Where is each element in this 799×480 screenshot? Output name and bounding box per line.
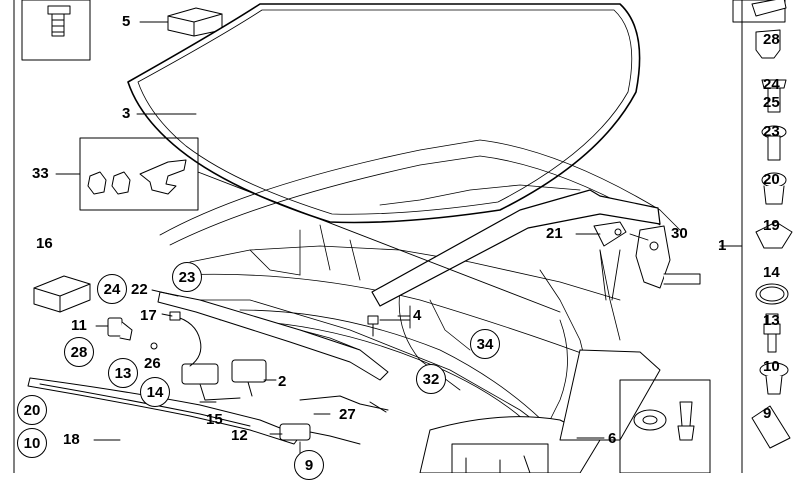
wire-harness-icon bbox=[169, 311, 202, 367]
callout-34: 34 bbox=[470, 329, 500, 359]
callout-6: 6 bbox=[608, 430, 617, 447]
callout-2: 2 bbox=[278, 373, 287, 390]
callout-15: 15 bbox=[206, 411, 223, 428]
cable-channel-icon bbox=[157, 291, 389, 381]
callout-1: 1 bbox=[718, 237, 727, 254]
sidebar-item-9: 9 bbox=[763, 405, 772, 422]
pin-inset-box bbox=[451, 443, 549, 473]
callout-14: 14 bbox=[140, 377, 170, 407]
callout-26: 26 bbox=[144, 355, 161, 372]
bumper-icon bbox=[150, 342, 158, 350]
drive-unit-icon bbox=[181, 359, 267, 401]
callout-10: 10 bbox=[17, 428, 47, 458]
top-right-inset-box bbox=[732, 0, 786, 23]
callout-18: 18 bbox=[63, 431, 80, 448]
sidebar-part-icons bbox=[751, 0, 793, 449]
callout-20: 20 bbox=[17, 395, 47, 425]
sidebar-item-13: 13 bbox=[763, 312, 780, 329]
callout-28: 28 bbox=[64, 337, 94, 367]
callout-24: 24 bbox=[97, 274, 127, 304]
sidebar-item-10: 10 bbox=[763, 358, 780, 375]
hinge-plate-icon bbox=[635, 225, 701, 289]
rivet-inset-box bbox=[619, 379, 711, 473]
callout-13: 13 bbox=[108, 358, 138, 388]
small-clip-icon bbox=[107, 317, 133, 341]
callout-4: 4 bbox=[413, 307, 422, 324]
stud-icon bbox=[367, 315, 379, 337]
callout-30: 30 bbox=[671, 225, 688, 242]
pin-icon bbox=[465, 455, 531, 473]
front-bow-icon bbox=[371, 189, 661, 307]
tension-panel-icon bbox=[419, 349, 661, 473]
callout-27: 27 bbox=[339, 406, 356, 423]
top-left-inset-box bbox=[21, 0, 91, 61]
bolt-icon bbox=[47, 5, 71, 37]
callout-11: 11 bbox=[71, 317, 87, 334]
callout-16: 16 bbox=[36, 235, 53, 252]
rod-icon bbox=[299, 395, 389, 413]
sidebar-label-24: 24 bbox=[763, 76, 780, 93]
callout-3: 3 bbox=[122, 105, 131, 122]
sidebar-item-24-25: 24 25 bbox=[763, 76, 780, 112]
sidebar-item-20: 20 bbox=[763, 171, 780, 188]
grommet-icon bbox=[633, 401, 695, 441]
roof-shell-icon bbox=[127, 3, 641, 224]
callout-33: 33 bbox=[32, 165, 49, 182]
sidebar-item-14: 14 bbox=[763, 264, 780, 281]
callout-23: 23 bbox=[172, 262, 202, 292]
callout-9: 9 bbox=[294, 450, 324, 480]
callout-12: 12 bbox=[231, 427, 248, 444]
clip-kit-icon bbox=[87, 159, 187, 195]
callout-32: 32 bbox=[416, 364, 446, 394]
callout-22: 22 bbox=[131, 281, 148, 298]
callout-5: 5 bbox=[122, 13, 131, 30]
leader-lines bbox=[55, 21, 743, 457]
callout-17: 17 bbox=[140, 307, 157, 324]
sidebar-item-19: 19 bbox=[763, 217, 780, 234]
sidebar-label-25: 25 bbox=[763, 94, 780, 111]
lock-latch-icon bbox=[279, 423, 361, 445]
callout-21: 21 bbox=[546, 225, 563, 242]
sidebar-item-28: 28 bbox=[763, 31, 780, 48]
sidebar-item-23: 23 bbox=[763, 123, 780, 140]
bracket-icon bbox=[593, 221, 627, 247]
foam-pad-icon bbox=[33, 275, 91, 313]
